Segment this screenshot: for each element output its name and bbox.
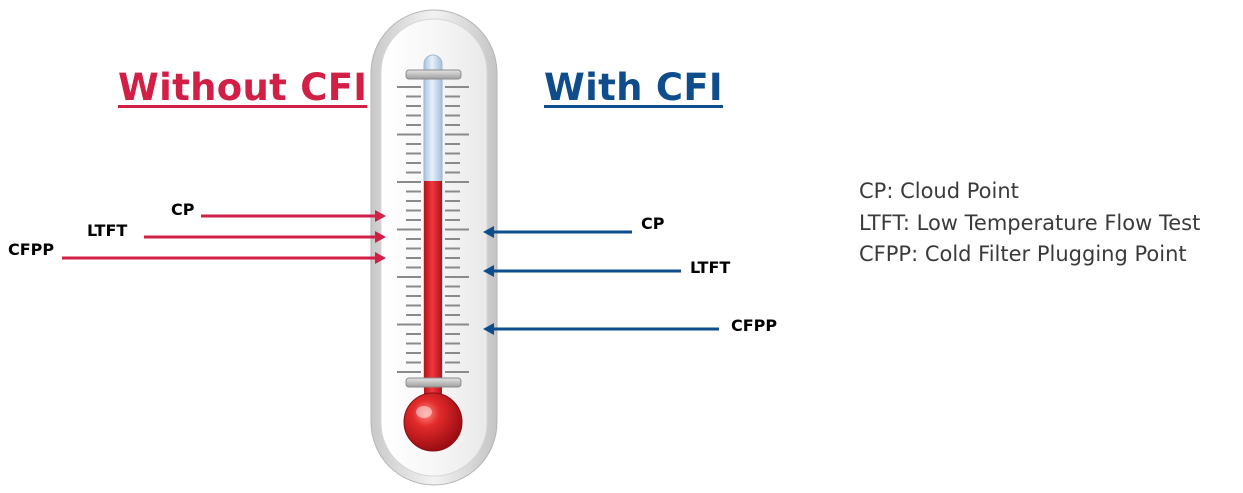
with-ltft-label: LTFT xyxy=(690,258,731,277)
with-cfi-arrows xyxy=(483,226,719,335)
legend-ltft: LTFT: Low Temperature Flow Test xyxy=(859,210,1201,235)
abbreviation-legend: CP: Cloud Point LTFT: Low Temperature Fl… xyxy=(859,176,1200,271)
legend-cp: CP: Cloud Point xyxy=(859,179,1019,203)
without-ltft-label: LTFT xyxy=(87,221,128,240)
without-cfpp-label: CFPP xyxy=(8,240,55,259)
thermometer-icon xyxy=(370,9,498,486)
without-cp-label: CP xyxy=(171,200,195,219)
without-cfi-heading: Without CFI xyxy=(118,66,368,109)
with-cfi-heading: With CFI xyxy=(544,66,723,109)
legend-cfpp: CFPP: Cold Filter Plugging Point xyxy=(859,242,1187,266)
with-cfpp-label: CFPP xyxy=(731,316,778,335)
with-cp-label: CP xyxy=(641,214,665,233)
without-cfi-arrows xyxy=(62,210,386,264)
